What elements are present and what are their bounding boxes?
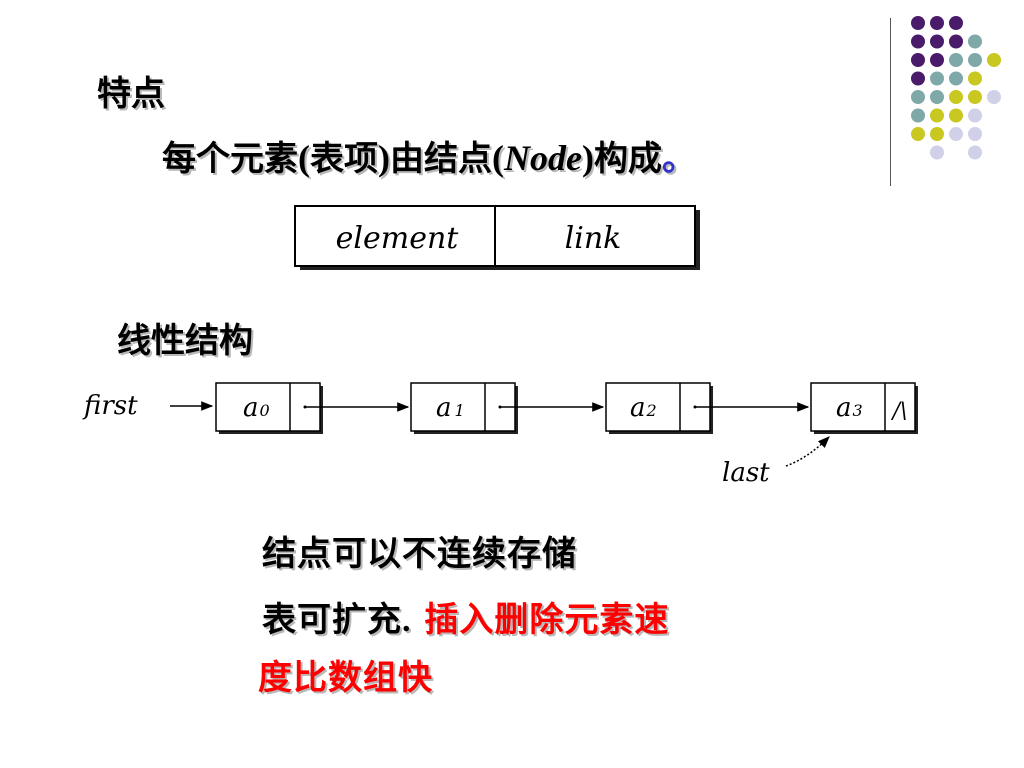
decorative-dot: [930, 53, 944, 67]
null-link-symbol: /\: [891, 399, 908, 424]
list-node-3-label: a3: [836, 393, 863, 423]
decorative-dot: [911, 71, 925, 86]
vertical-divider: [890, 18, 891, 186]
list-node-0-label: a0: [243, 393, 270, 423]
period: 。: [661, 139, 696, 179]
text-a: 每个元素: [162, 139, 298, 179]
decorative-dot: [911, 108, 925, 123]
decorative-dot: [949, 53, 963, 67]
text-b: 表项: [310, 139, 378, 179]
decorative-dot: [949, 127, 963, 141]
decorative-dot: [949, 108, 963, 123]
decorative-dot: [911, 34, 925, 49]
decorative-dot: [968, 71, 982, 86]
decorative-dot: [911, 127, 925, 141]
list-node-2: [605, 382, 711, 432]
expandable-dot: .: [402, 602, 412, 639]
decorative-dot: [968, 34, 982, 49]
decorative-dot: [911, 90, 925, 104]
decorative-dot: [930, 127, 944, 141]
node-word: Node: [504, 138, 582, 178]
heading-linear-structure: 线性结构: [117, 321, 253, 361]
node-paren-close: ): [581, 138, 594, 178]
decorative-dot: [968, 127, 982, 141]
node-paren-open: (: [492, 138, 504, 178]
last-label: last: [722, 458, 770, 488]
decorative-dot: [949, 34, 963, 49]
decorative-dot: [911, 53, 925, 67]
decorative-dot: [930, 71, 944, 86]
heading-features: 特点: [97, 74, 165, 114]
decorative-dot: [987, 53, 1001, 67]
text-d: 构成: [593, 139, 662, 179]
decorative-dot: [930, 16, 944, 30]
expandable-line: 表可扩充. 插入删除元素速: [262, 592, 669, 641]
decorative-dot: [968, 108, 982, 123]
element-field-label: element: [336, 221, 460, 256]
decorative-dot: [949, 90, 963, 104]
paren-open: (: [298, 138, 310, 178]
list-node-3: [810, 382, 916, 432]
decorative-dot: [968, 90, 982, 104]
expandable-text: 表可扩充: [262, 600, 402, 640]
decorative-dot: [930, 90, 944, 104]
node-definition-line: 每个元素(表项)由结点(Node)构成。: [162, 131, 696, 180]
decorative-dot: [930, 108, 944, 123]
list-node-2-label: a2: [630, 393, 657, 423]
decorative-dot: [968, 145, 982, 160]
decorative-dot: [949, 71, 963, 86]
last-arrow: [785, 436, 830, 467]
decorative-dot: [930, 145, 944, 160]
list-node-1: [410, 382, 516, 432]
decorative-dot: [987, 90, 1001, 104]
insert-delete-text: 插入删除元素速: [424, 600, 670, 640]
text-c: 由结点: [390, 139, 492, 179]
decorative-dot: [949, 16, 963, 30]
decorative-dot: [968, 53, 982, 67]
noncontiguous-storage-line: 结点可以不连续存储: [262, 534, 577, 574]
first-label: first: [82, 391, 138, 421]
decorative-dot: [930, 34, 944, 49]
paren-close: ): [378, 138, 390, 178]
decorative-dot: [911, 16, 925, 30]
link-field-label: link: [565, 221, 622, 256]
faster-than-array-line: 度比数组快: [258, 658, 433, 698]
